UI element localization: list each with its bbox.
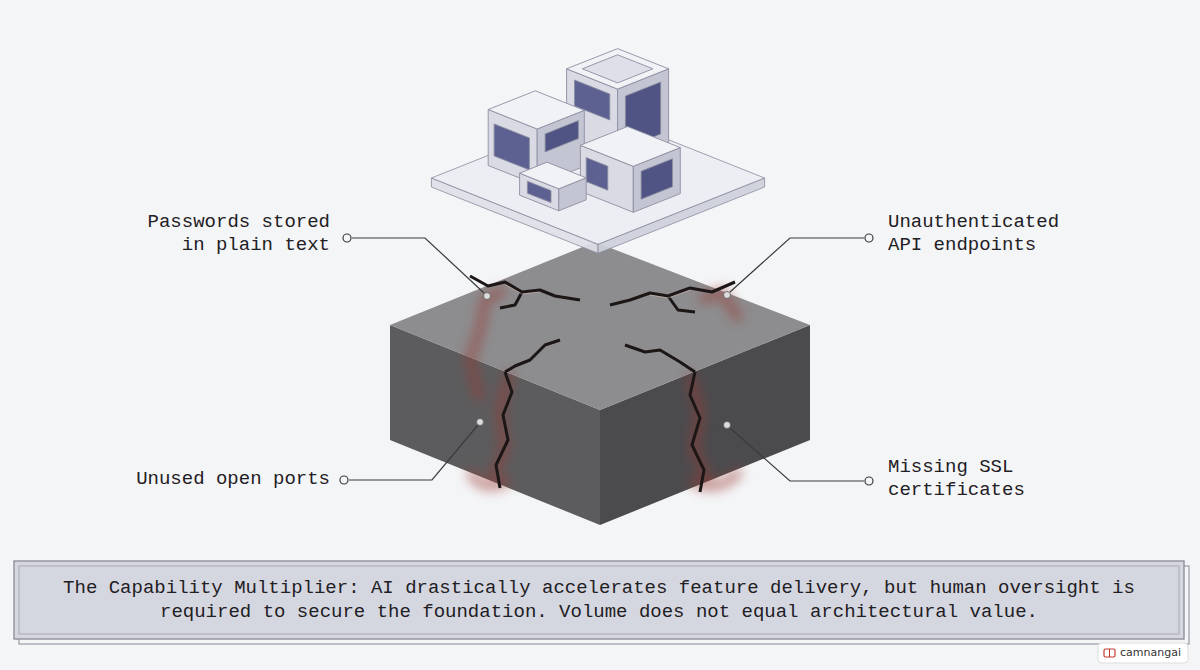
leader-line <box>352 238 484 293</box>
cracks <box>470 276 735 492</box>
block-top <box>580 127 680 167</box>
leader-dot <box>477 419 484 426</box>
caption-band <box>14 561 1189 644</box>
leader-dot <box>724 292 731 299</box>
leader-line <box>349 425 478 480</box>
window <box>586 158 608 191</box>
caption: The Capability Multiplier: AI drasticall… <box>63 576 1135 624</box>
leader-lines <box>349 238 864 481</box>
watermark-icon <box>1104 649 1115 657</box>
leader-ring <box>343 234 351 242</box>
window <box>641 159 672 200</box>
watermark-box <box>1098 643 1188 663</box>
watermark-icon <box>1109 649 1110 657</box>
leader-dot <box>484 293 491 300</box>
callout-label: Unauthenticated API endpoints <box>888 211 1070 257</box>
caption-box <box>14 561 1184 639</box>
window <box>527 181 551 202</box>
slab-top-face <box>390 242 810 410</box>
leader-ring <box>865 234 873 242</box>
watermark: camnangai <box>1120 646 1186 660</box>
leader-line <box>730 238 864 292</box>
building <box>431 49 764 254</box>
block-top <box>488 91 584 129</box>
leader-line <box>730 428 864 481</box>
cracked-slab <box>390 242 810 525</box>
roof-inset <box>582 55 653 83</box>
leader-ring <box>340 476 348 484</box>
crack-highlights <box>506 285 690 298</box>
caption-inner-border <box>19 566 1179 634</box>
callout-label: Missing SSL certificates <box>888 456 1040 502</box>
window <box>545 121 578 152</box>
leader-ring <box>865 477 873 485</box>
leader-dots <box>477 292 731 429</box>
leader-rings <box>340 234 873 485</box>
leader-dot <box>724 422 731 429</box>
watermark-badge <box>1098 643 1188 663</box>
callout-label: Passwords stored in plain text <box>136 211 330 257</box>
window <box>494 124 529 170</box>
callout-label: Unused open ports <box>118 468 330 491</box>
